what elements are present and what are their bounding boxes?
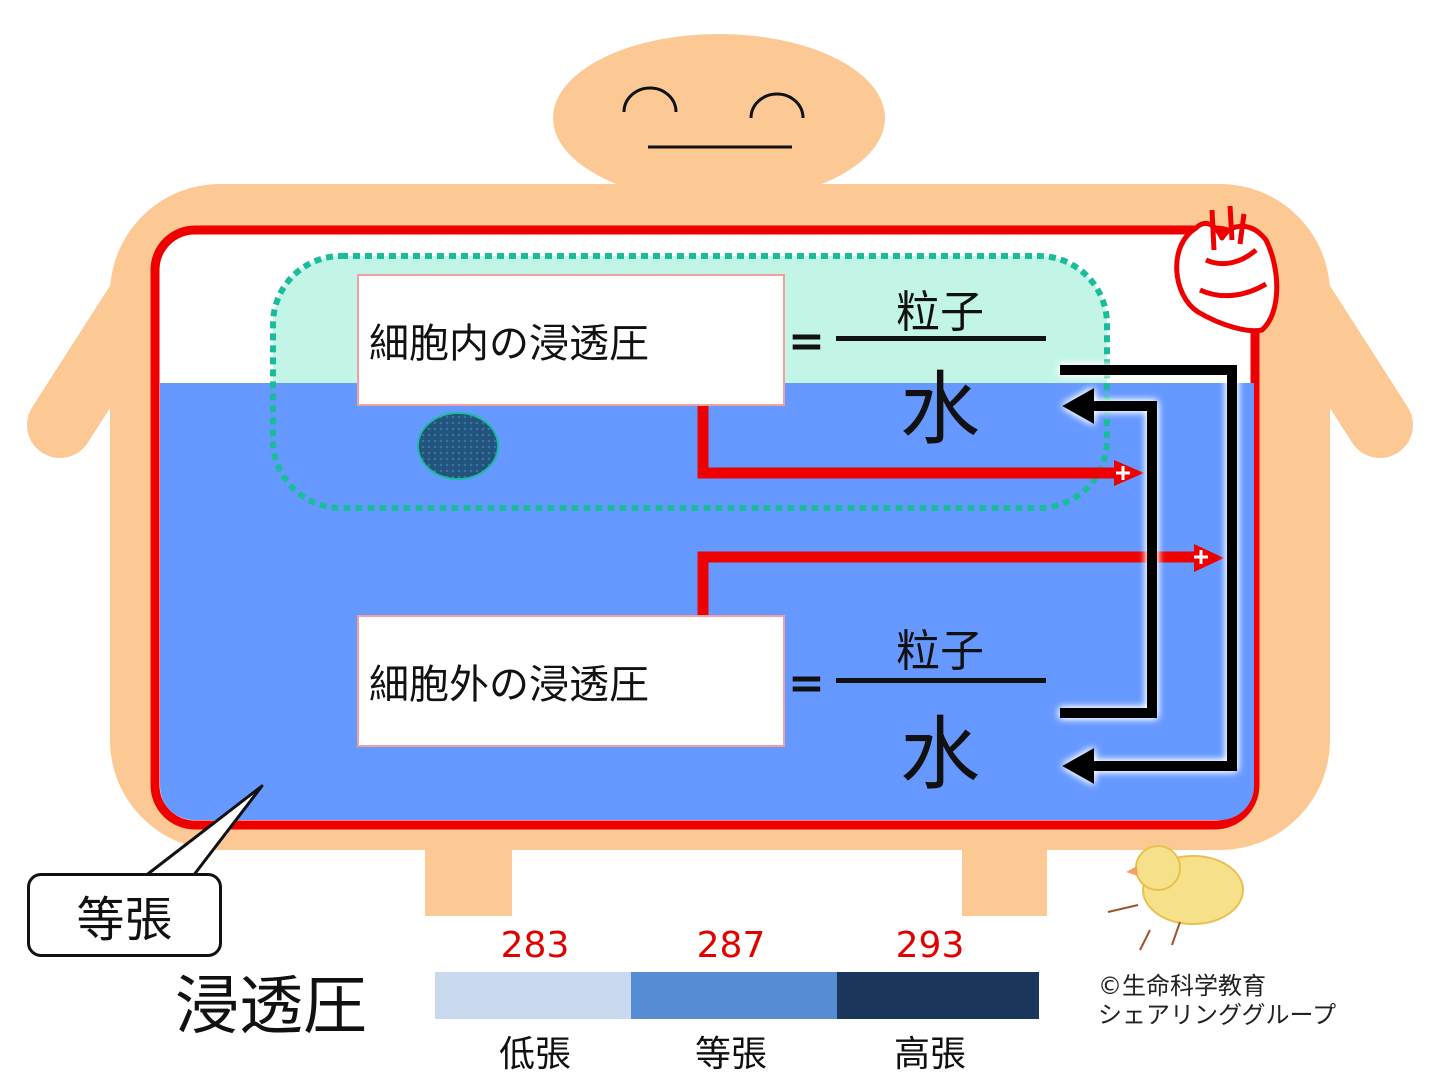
extracellular-equals: =	[788, 658, 825, 709]
right-eye-icon	[749, 92, 805, 119]
scale-label-hypotonic: 低張	[498, 1034, 571, 1075]
left-eye-icon	[622, 86, 678, 113]
intracellular-denominator: 水	[900, 363, 980, 456]
credit-line-2: シェアリンググループ	[1098, 1001, 1337, 1029]
scale-value-mid: 287	[696, 925, 766, 966]
credit-line-1: ©生命科学教育	[1098, 972, 1266, 1000]
scale-label-isotonic: 等張	[694, 1034, 767, 1075]
intracellular-label-box: 細胞内の浸透圧	[357, 274, 785, 406]
intracellular-fraction-bar	[836, 336, 1046, 341]
chick-icon	[1107, 845, 1244, 951]
cell-membrane	[270, 253, 1110, 511]
isotonic-callout: 等張	[27, 873, 222, 957]
scale-segment-mid	[631, 972, 837, 1019]
extracellular-pressure-line	[697, 551, 1196, 615]
intracellular-label: 細胞内の浸透圧	[369, 321, 649, 367]
extracellular-numerator: 粒子	[896, 626, 984, 677]
scale-value-high: 293	[895, 925, 965, 966]
scale-label-hypertonic: 高張	[893, 1034, 966, 1075]
scale-value-low: 283	[500, 925, 570, 966]
nucleus-icon	[417, 412, 499, 480]
pressure-lines	[697, 402, 1196, 615]
osmotic-pressure-title: 浸透圧	[175, 970, 367, 1044]
intracellular-pressure-line	[697, 402, 1116, 479]
water-arrows	[1060, 365, 1237, 784]
intracellular-equals: =	[788, 316, 825, 367]
scale-segment-high	[837, 972, 1039, 1019]
extracellular-fraction-bar	[836, 678, 1046, 683]
plus-icon-2	[1194, 550, 1208, 564]
extracellular-label-box: 細胞外の浸透圧	[357, 615, 785, 747]
extracellular-label: 細胞外の浸透圧	[369, 662, 649, 708]
plus-icon-1	[1116, 466, 1130, 480]
head	[553, 34, 885, 202]
extracellular-denominator: 水	[900, 708, 980, 801]
scale-segment-low	[435, 972, 631, 1019]
heart-icon	[1174, 205, 1280, 334]
intracellular-numerator: 粒子	[896, 287, 984, 338]
